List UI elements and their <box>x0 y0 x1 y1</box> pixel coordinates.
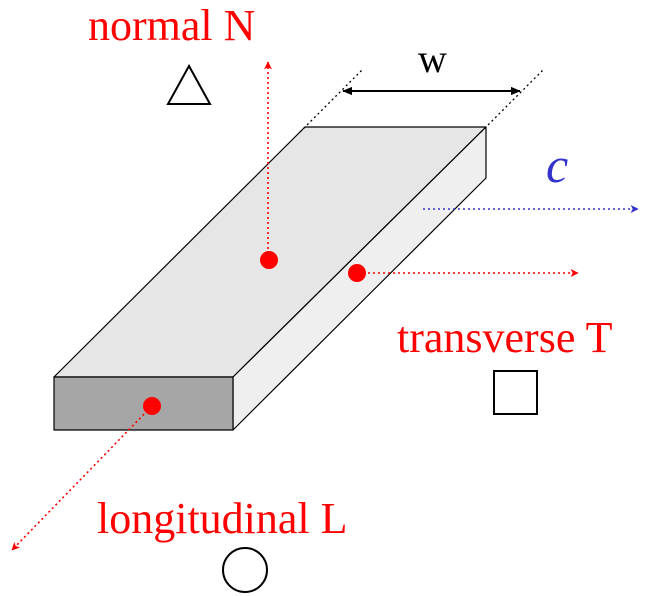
width-dimension: w <box>299 36 544 133</box>
longitudinal-point <box>143 397 161 415</box>
normal-point <box>260 251 278 269</box>
transverse-axis: transverse T <box>348 264 613 415</box>
longitudinal-label: longitudinal L <box>97 494 348 543</box>
normal-axis: normal N <box>88 1 278 269</box>
square-symbol <box>493 370 538 415</box>
velocity-label: c <box>546 137 568 193</box>
transverse-point <box>348 264 366 282</box>
width-label: w <box>418 36 447 81</box>
triangle-symbol <box>166 63 212 105</box>
normal-label: normal N <box>88 1 255 50</box>
plate <box>53 126 487 431</box>
circle-symbol <box>222 547 268 593</box>
longitudinal-arrow <box>11 406 152 551</box>
longitudinal-axis: longitudinal L <box>11 397 348 593</box>
width-extension-left <box>299 69 363 133</box>
width-extension-right <box>480 69 544 133</box>
transverse-label: transverse T <box>397 313 613 362</box>
velocity-indicator: c <box>423 137 639 213</box>
